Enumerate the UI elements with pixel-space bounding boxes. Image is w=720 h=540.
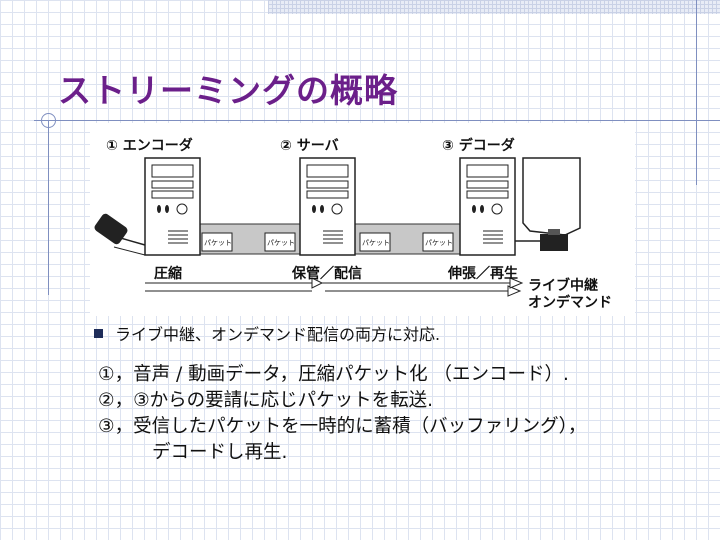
slide-title: ストリーミングの概略 — [58, 71, 398, 110]
decorative-vertical-line-right — [696, 0, 697, 185]
packet-label-4: パケット — [425, 239, 453, 247]
header-pattern-band — [268, 0, 720, 14]
packet-4 — [422, 232, 454, 252]
streaming-diagram: ① エンコーダ ② サーバ ③ デコーダ パケット パケット パケット パケット… — [90, 123, 635, 316]
steps-list: ①，音声 / 動画データ，圧縮パケット化 （エンコード）. ②，③からの要請に応… — [98, 362, 586, 466]
packet-3 — [359, 232, 391, 252]
bullet-item: ライブ中継、オンデマンド配信の両方に対応. — [94, 321, 440, 345]
decorative-horizontal-rule — [34, 120, 720, 121]
decorative-circle — [41, 113, 56, 128]
mic-cable — [113, 246, 146, 256]
packet-label-2: パケット — [267, 239, 295, 247]
arrow-head-live-left — [311, 277, 324, 289]
square-bullet-icon — [94, 329, 103, 338]
packet-label-1: パケット — [204, 239, 232, 247]
step-item: ①，音声 / 動画データ，圧縮パケット化 （エンコード）. — [98, 364, 569, 385]
microphone-icon — [94, 213, 146, 246]
decoder-computer-icon — [459, 157, 516, 256]
step-item: ③，受信したパケットを一時的に蓄積（バッファリング）， — [98, 416, 587, 437]
encoder-computer-icon — [144, 157, 201, 256]
arrow-head-ondemand-right — [507, 285, 522, 297]
bullet-text: ライブ中継、オンデマンド配信の両方に対応. — [115, 325, 441, 344]
packet-2 — [264, 232, 296, 252]
packet-1 — [201, 232, 233, 252]
packet-label-3: パケット — [362, 239, 390, 247]
step-item-continuation: デコードし再生. — [152, 442, 288, 463]
store-distribute-label: 保管／配信 — [292, 266, 362, 282]
display-monitor-icon — [515, 157, 581, 251]
expand-play-label: 伸張／再生 — [448, 266, 518, 282]
compress-label: 圧縮 — [154, 266, 182, 282]
server-label: ② サーバ — [280, 138, 339, 154]
decorative-vertical-line-left — [48, 120, 49, 295]
live-broadcast-label: ライブ中継 — [528, 278, 598, 294]
decoder-label: ③ デコーダ — [442, 138, 515, 154]
encoder-label: ① エンコーダ — [106, 138, 193, 154]
arrow-head-live-right — [509, 277, 524, 289]
on-demand-label: オンデマンド — [528, 295, 612, 311]
step-item: ②，③からの要請に応じパケットを転送. — [98, 390, 434, 411]
streaming-diagram-svg — [94, 157, 581, 297]
server-computer-icon — [299, 157, 356, 256]
